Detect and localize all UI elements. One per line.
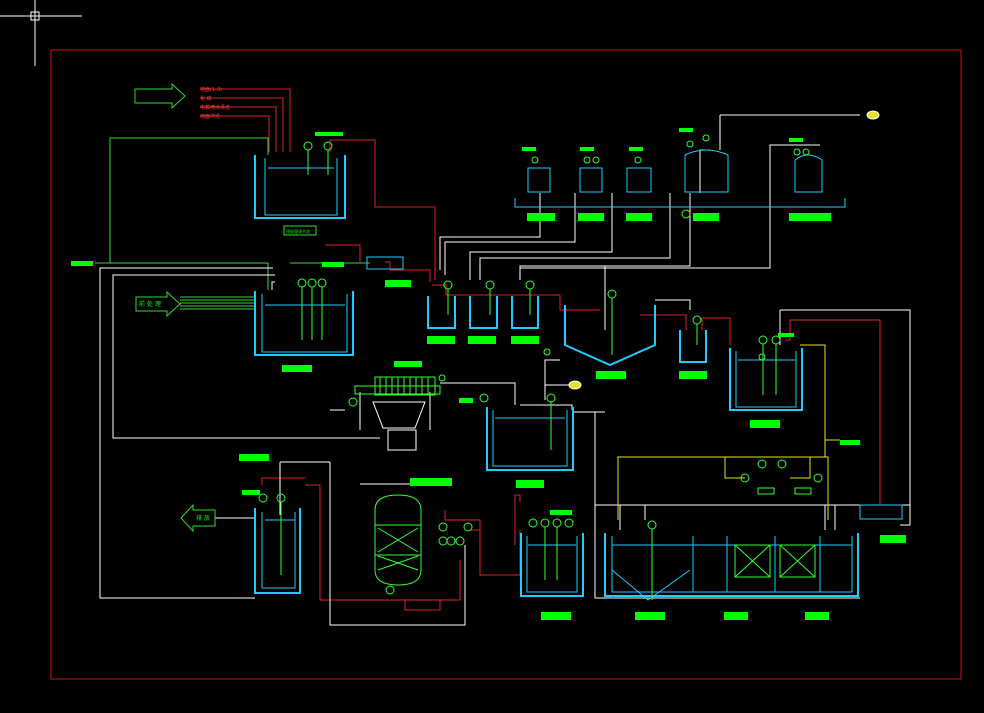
tank-1: [254, 155, 346, 219]
drawing-frame: [50, 49, 962, 680]
yellow-pipes: [617, 344, 840, 520]
filter-press: [354, 376, 441, 451]
tank-bottom-left: [254, 508, 301, 594]
tank-2: [254, 291, 354, 356]
red-pipes: [200, 88, 881, 611]
inlet-arrow-top: [134, 82, 186, 110]
inlet-label-2: 化 成: [200, 95, 212, 102]
tank1-caption: 预处理调节池: [286, 228, 310, 234]
tank-mid: [486, 407, 574, 471]
crosshair-cursor-icon: [0, 0, 82, 66]
inlet-label-3: 电着喷涂清洗: [200, 104, 230, 111]
tank-bottom-right: [604, 533, 859, 597]
tank-right: [729, 348, 803, 411]
inlet-label-4: 地面冲洗: [200, 113, 220, 120]
indicator-lamp-icon: [568, 110, 880, 390]
outlet-arrow: [180, 503, 216, 533]
filter-column: [374, 494, 422, 586]
tank-bottom-mid: [520, 533, 584, 597]
white-pipes: [99, 114, 911, 626]
mixers: [258, 134, 823, 600]
tanks: [254, 149, 903, 601]
clarifier-1: [564, 305, 656, 367]
green-pipes: [95, 137, 370, 310]
inlet-label-1: 地面(1-3): [200, 86, 222, 93]
inlet-arrow-mid: [135, 290, 181, 318]
equipment-tags: [71, 128, 906, 620]
outlet-label: 排 放: [196, 514, 210, 522]
mid-inlet-label: 前 处 理: [139, 300, 161, 308]
